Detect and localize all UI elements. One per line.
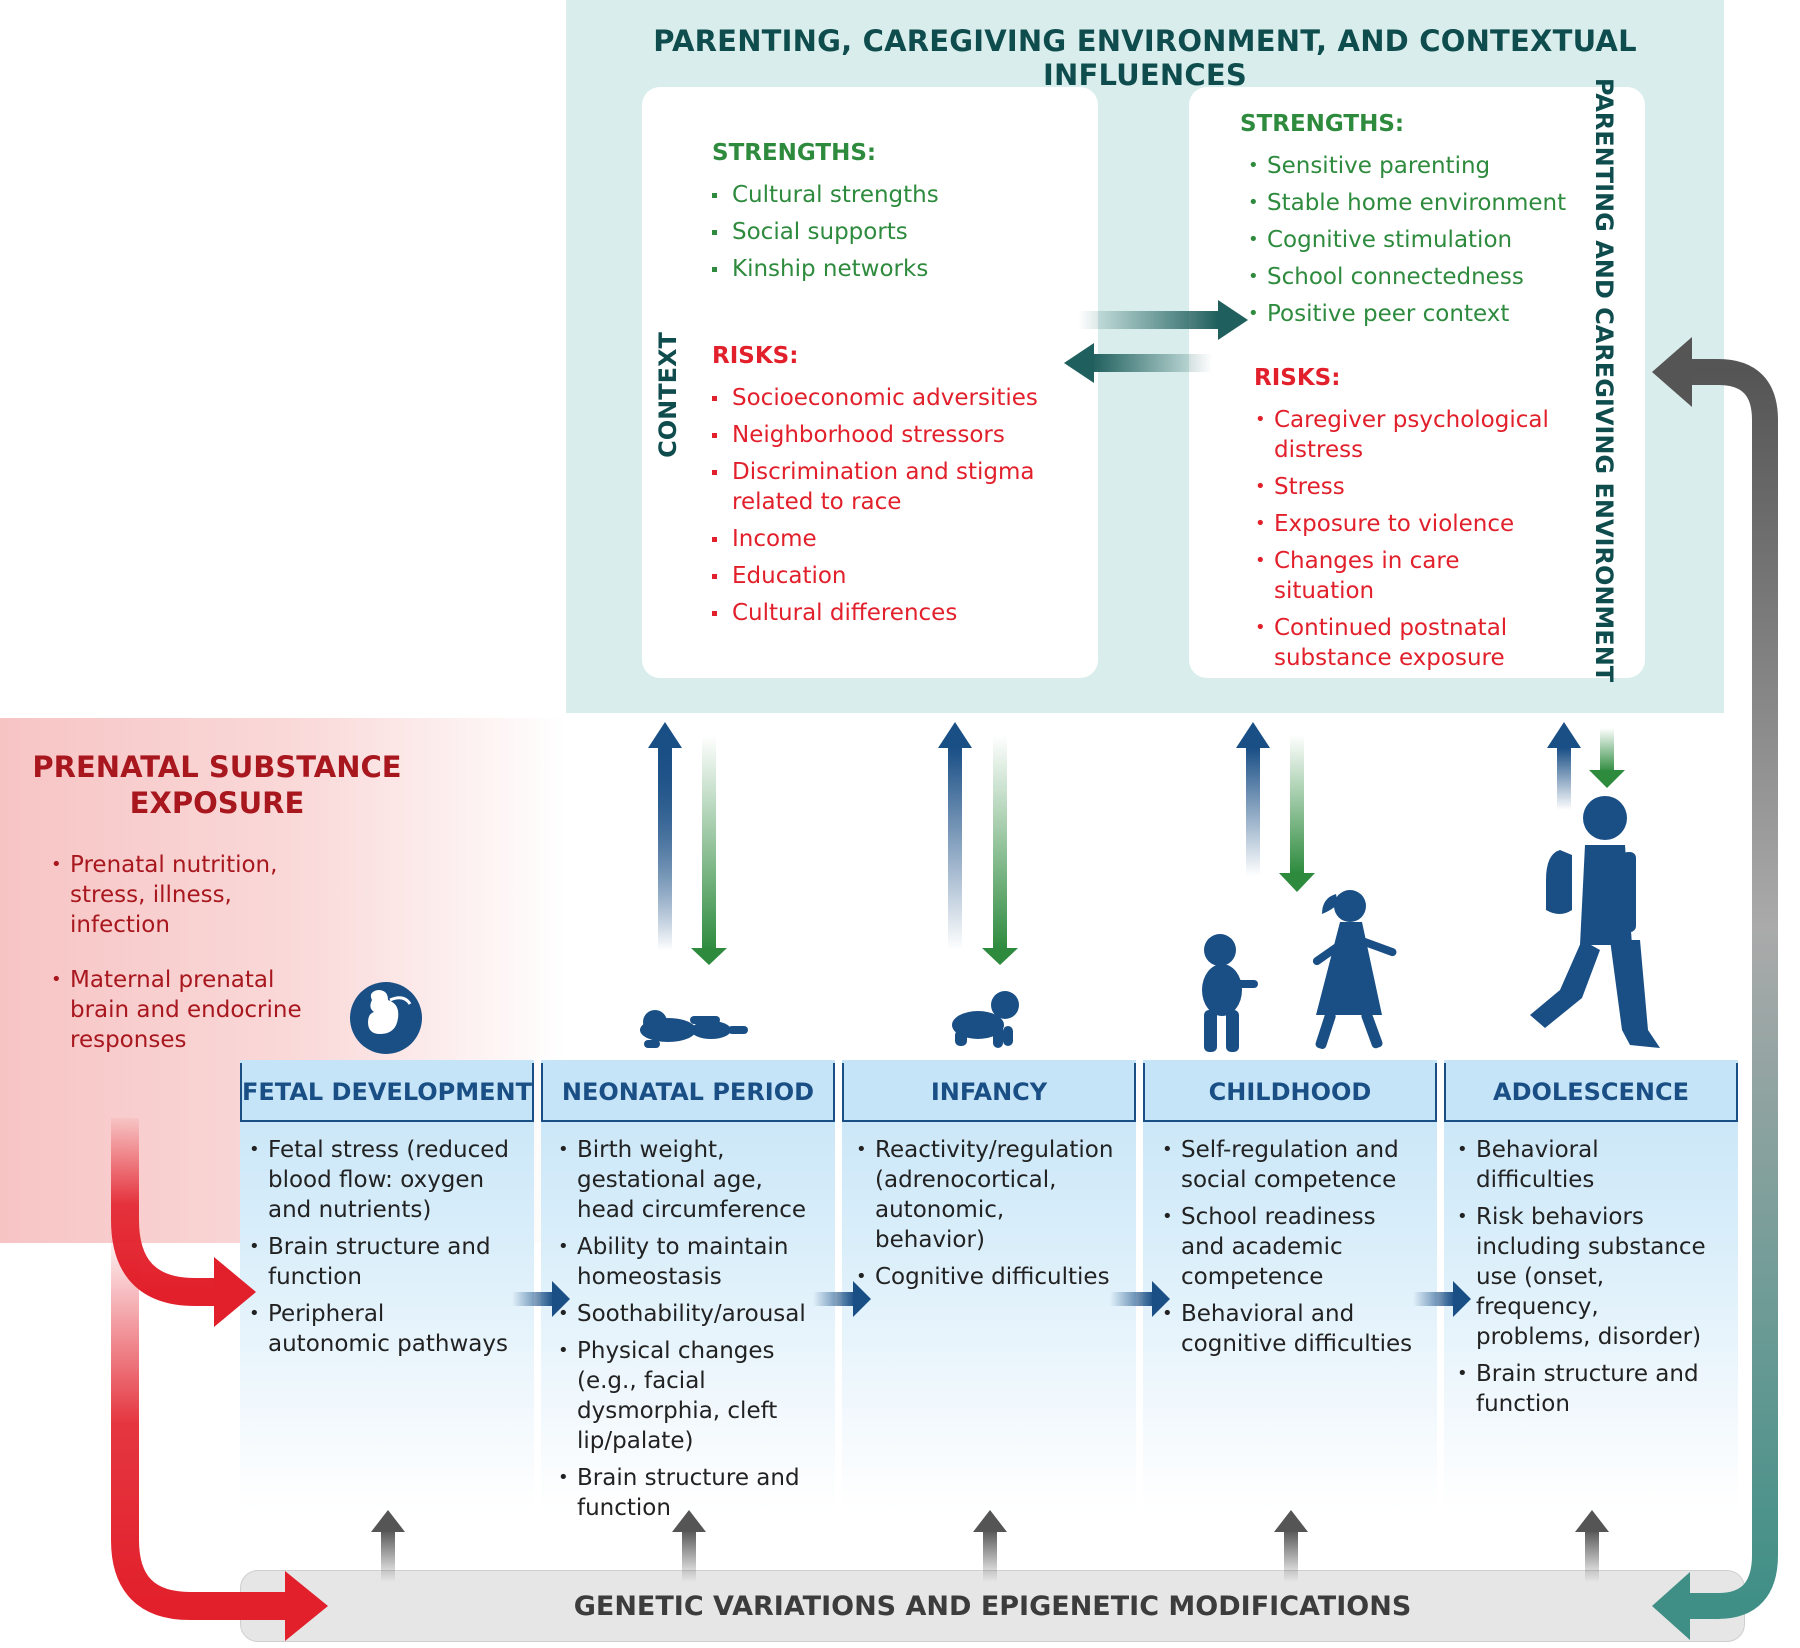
list-item: Cultural strengths	[712, 180, 1092, 210]
list-item: Social supports	[712, 217, 1092, 247]
arrow-genetic-to-parenting-loop	[1652, 337, 1778, 1640]
list-item: Neighborhood stressors	[712, 420, 1082, 450]
stage-list-neonatal: Birth weight, gestational age, head circ…	[557, 1135, 819, 1530]
list-item: School connectedness	[1247, 262, 1597, 292]
context-card	[642, 87, 1098, 678]
list-item: Caregiver psychological distress	[1254, 405, 1564, 465]
arrow-up-neonatal	[648, 722, 682, 950]
teen-icon	[1530, 796, 1660, 1048]
context-strengths-list: Cultural strengths Social supports Kinsh…	[712, 180, 1092, 291]
list-item: Cognitive stimulation	[1247, 225, 1597, 255]
stage-title: ADOLESCENCE	[1493, 1077, 1689, 1106]
parenting-risks-list: Caregiver psychological distress Stress …	[1254, 405, 1564, 680]
list-item: Stress	[1254, 472, 1564, 502]
context-risks-heading: RISKS:	[712, 343, 799, 369]
list-item: Cognitive difficulties	[855, 1262, 1117, 1292]
list-item: Physical changes (e.g., facial dysmorphi…	[557, 1336, 819, 1456]
stage-title: NEONATAL PERIOD	[561, 1077, 815, 1106]
context-risks-list: Socioeconomic adversities Neighborhood s…	[712, 383, 1082, 635]
stage-list-adolescence: Behavioral difficulties Risk behaviors i…	[1456, 1135, 1718, 1426]
arrow-prenatal-to-fetal	[111, 1118, 256, 1327]
arrow-genetic-up-childhood	[1274, 1510, 1308, 1582]
crawling-baby-icon	[952, 991, 1019, 1048]
top-panel-title: PARENTING, CAREGIVING ENVIRONMENT, AND C…	[653, 24, 1637, 92]
list-item: Fetal stress (reduced blood flow: oxygen…	[248, 1135, 510, 1225]
toddler-icon	[1202, 934, 1258, 1052]
list-item: Continued postnatal substance exposure	[1254, 613, 1564, 673]
newborn-icon	[640, 1010, 748, 1048]
arrow-down-infancy	[982, 735, 1018, 965]
arrow-genetic-up-fetal	[371, 1510, 405, 1582]
list-item: Cultural differences	[712, 598, 1082, 628]
list-item: Peripheral autonomic pathways	[248, 1299, 510, 1359]
context-strengths-heading: STRENGTHS:	[712, 140, 877, 166]
list-item: Socioeconomic adversities	[712, 383, 1082, 413]
arrow-down-adolescence	[1589, 728, 1625, 788]
arrow-up-adolescence	[1547, 722, 1581, 810]
prenatal-list: Prenatal nutrition, stress, illness, inf…	[50, 850, 310, 1080]
list-item: Reactivity/regulation (adrenocortical, a…	[855, 1135, 1117, 1255]
stage-header-fetal: FETAL DEVELOPMENT	[240, 1063, 534, 1122]
list-item: Ability to maintain homeostasis	[557, 1232, 819, 1292]
list-item: Positive peer context	[1247, 299, 1597, 329]
arrow-prenatal-to-genetic	[111, 1240, 328, 1641]
arrow-down-childhood	[1279, 735, 1315, 892]
list-item: Exposure to violence	[1254, 509, 1564, 539]
stage-title: FETAL DEVELOPMENT	[242, 1077, 532, 1106]
stage-title: INFANCY	[930, 1077, 1048, 1106]
arrow-parenting-to-context	[1064, 343, 1212, 383]
list-item: Discrimination and stigma related to rac…	[712, 457, 1082, 517]
list-item: Prenatal nutrition, stress, illness, inf…	[50, 850, 310, 940]
list-item: Changes in care situation	[1254, 546, 1564, 606]
list-item: Brain structure and function	[1456, 1359, 1718, 1419]
arrow-up-childhood	[1236, 722, 1270, 876]
parenting-strengths-list: Sensitive parenting Stable home environm…	[1247, 151, 1597, 336]
fetus-icon	[350, 982, 422, 1054]
list-item: Kinship networks	[712, 254, 1092, 284]
parenting-strengths-heading: STRENGTHS:	[1240, 111, 1405, 137]
list-item: Birth weight, gestational age, head circ…	[557, 1135, 819, 1225]
stage-list-infancy: Reactivity/regulation (adrenocortical, a…	[855, 1135, 1117, 1299]
list-item: Maternal prenatal brain and endocrine re…	[50, 965, 310, 1055]
arrow-up-infancy	[938, 722, 972, 950]
stage-title: CHILDHOOD	[1208, 1077, 1372, 1106]
girl-icon	[1312, 890, 1397, 1049]
arrow-genetic-up-infancy	[973, 1510, 1007, 1582]
list-item: Self-regulation and social competence	[1161, 1135, 1423, 1195]
list-item: Income	[712, 524, 1082, 554]
stage-list-fetal: Fetal stress (reduced blood flow: oxygen…	[248, 1135, 510, 1366]
list-item: Brain structure and function	[248, 1232, 510, 1292]
list-item: Behavioral difficulties	[1456, 1135, 1718, 1195]
arrow-context-to-parenting	[1078, 300, 1248, 340]
list-item: Sensitive parenting	[1247, 151, 1597, 181]
list-item: Soothability/arousal	[557, 1299, 819, 1329]
list-item: Education	[712, 561, 1082, 591]
stage-header-infancy: INFANCY	[842, 1063, 1136, 1122]
parenting-risks-heading: RISKS:	[1254, 365, 1341, 391]
list-item: Stable home environment	[1247, 188, 1597, 218]
list-item: Behavioral and cognitive difficulties	[1161, 1299, 1423, 1359]
stage-header-neonatal: NEONATAL PERIOD	[541, 1063, 835, 1122]
stage-header-childhood: CHILDHOOD	[1143, 1063, 1437, 1122]
genetic-label: GENETIC VARIATIONS AND EPIGENETIC MODIFI…	[573, 1590, 1412, 1622]
list-item: School readiness and academic competence	[1161, 1202, 1423, 1292]
list-item: Brain structure and function	[557, 1463, 819, 1523]
prenatal-title: PRENATAL SUBSTANCE EXPOSURE	[32, 750, 402, 820]
arrow-down-neonatal	[691, 735, 727, 965]
list-item: Risk behaviors including substance use (…	[1456, 1202, 1718, 1352]
stage-header-adolescence: ADOLESCENCE	[1444, 1063, 1738, 1122]
arrow-genetic-up-adolescence	[1575, 1510, 1609, 1582]
stage-list-childhood: Self-regulation and social competence Sc…	[1161, 1135, 1423, 1366]
